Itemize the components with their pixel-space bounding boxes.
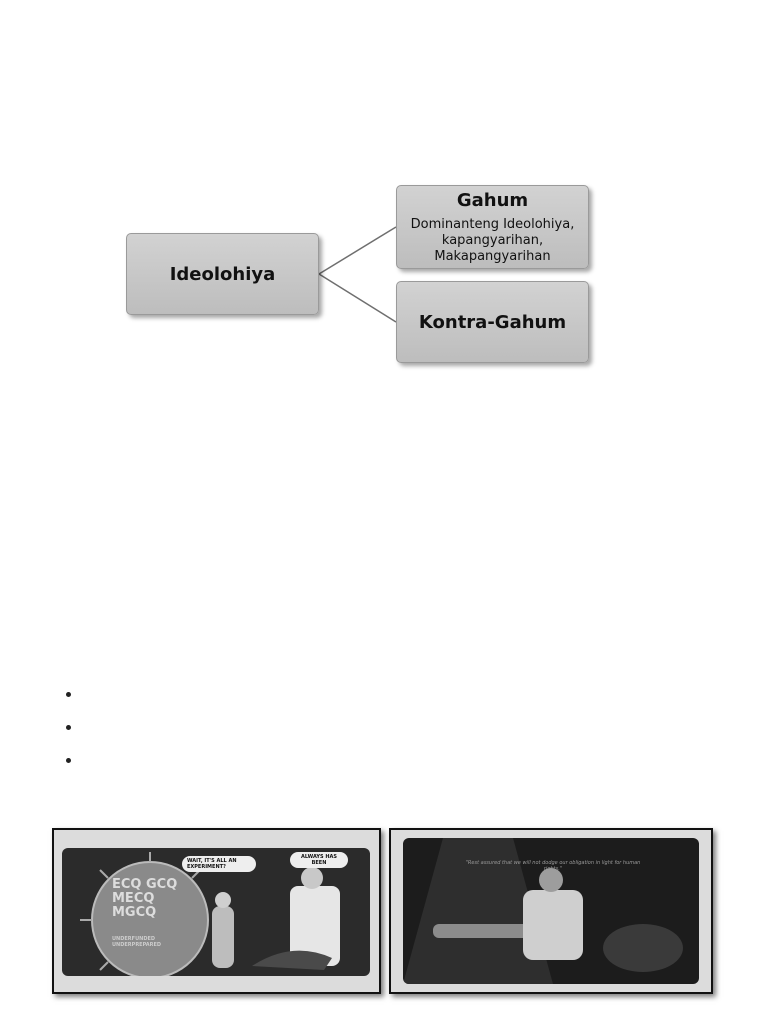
connector-to-gahum bbox=[318, 226, 397, 275]
diagram-connectors bbox=[318, 226, 397, 323]
spotlight-beam bbox=[403, 838, 553, 984]
cartoon-panel: "Rest assured that we will not dodge our… bbox=[403, 838, 699, 984]
connector-to-kontra-gahum bbox=[318, 273, 397, 323]
bullet-icon bbox=[66, 758, 71, 763]
ideology-diagram: Ideolohiya Gahum Dominanteng Ideolohiya,… bbox=[0, 0, 768, 400]
lockdown-labels: ECQ GCQ MECQ MGCQ bbox=[112, 877, 178, 920]
lockdown-sublabel: UNDERFUNDED UNDERPREPARED bbox=[112, 936, 162, 948]
cartoon-panel: ECQ GCQ MECQ MGCQ UNDERFUNDED UNDERPREPA… bbox=[62, 848, 370, 976]
node-kontra-gahum-title: Kontra-Gahum bbox=[418, 311, 567, 333]
bullet-icon bbox=[66, 692, 71, 697]
node-gahum-description: Dominanteng Ideolohiya, kapangyarihan, M… bbox=[410, 217, 575, 264]
bullet-icon bbox=[66, 725, 71, 730]
cartoon-image-speech: "Rest assured that we will not dodge our… bbox=[389, 828, 713, 994]
shark-figure bbox=[252, 950, 332, 970]
node-ideolohiya: Ideolohiya bbox=[126, 233, 319, 315]
speech-bubble-reply: ALWAYS HAS BEEN bbox=[290, 852, 348, 868]
virus-illustration bbox=[80, 852, 340, 976]
node-kontra-gahum: Kontra-Gahum bbox=[396, 281, 589, 363]
speaker-figure bbox=[523, 890, 583, 960]
quote-text: "Rest assured that we will not dodge our… bbox=[465, 860, 641, 872]
node-ideolohiya-title: Ideolohiya bbox=[169, 263, 276, 285]
crowd-figure bbox=[603, 924, 683, 972]
speech-bubble: WAIT, IT'S ALL AN EXPERIMENT? bbox=[182, 856, 256, 872]
cartoon-image-lockdown: ECQ GCQ MECQ MGCQ UNDERFUNDED UNDERPREPA… bbox=[52, 828, 381, 994]
speaker-illustration bbox=[403, 838, 683, 984]
doctor-figure bbox=[290, 886, 340, 966]
node-gahum: Gahum Dominanteng Ideolohiya, kapangyari… bbox=[396, 185, 589, 269]
person-figure bbox=[212, 906, 234, 968]
node-gahum-title: Gahum bbox=[456, 190, 529, 211]
